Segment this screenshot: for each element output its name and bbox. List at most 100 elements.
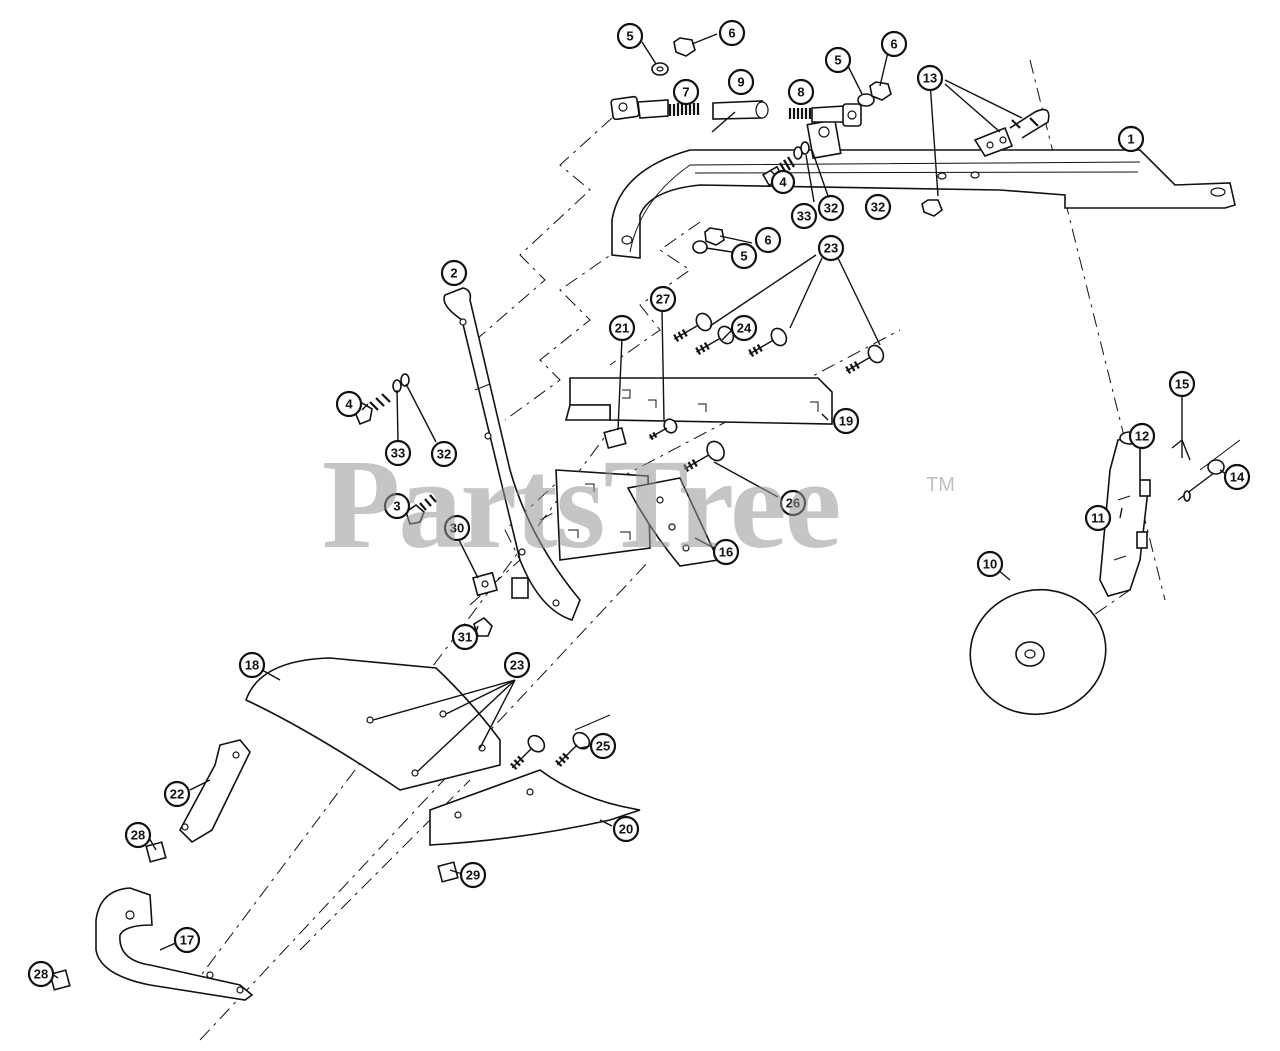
callout-26: 26 bbox=[779, 489, 807, 517]
svg-text:27: 27 bbox=[656, 292, 670, 307]
svg-text:33: 33 bbox=[391, 446, 405, 461]
callout-3: 3 bbox=[383, 492, 411, 520]
callout-6a: 6 bbox=[718, 19, 746, 47]
svg-text:1: 1 bbox=[1127, 132, 1134, 147]
callout-6c: 6 bbox=[754, 226, 782, 254]
callout-28a: 28 bbox=[124, 821, 152, 849]
callout-17: 17 bbox=[173, 926, 201, 954]
svg-text:9: 9 bbox=[737, 75, 744, 90]
callout-32c: 32 bbox=[864, 193, 892, 221]
svg-text:4: 4 bbox=[779, 175, 787, 190]
share bbox=[429, 731, 641, 883]
svg-text:4: 4 bbox=[345, 397, 353, 412]
brace-and-bracket bbox=[49, 739, 254, 1001]
svg-text:15: 15 bbox=[1175, 377, 1189, 392]
callout-28b: 28 bbox=[27, 960, 55, 988]
callout-32b: 32 bbox=[817, 194, 845, 222]
callout-23a: 23 bbox=[817, 234, 845, 262]
svg-text:16: 16 bbox=[719, 545, 733, 560]
svg-text:23: 23 bbox=[510, 658, 524, 673]
callout-7: 7 bbox=[672, 78, 700, 106]
callout-18: 18 bbox=[238, 651, 266, 679]
leader-lines bbox=[51, 33, 1227, 979]
callout-4a: 4 bbox=[335, 390, 363, 418]
svg-text:5: 5 bbox=[834, 53, 841, 68]
svg-text:28: 28 bbox=[131, 828, 145, 843]
svg-text:21: 21 bbox=[615, 321, 629, 336]
svg-text:5: 5 bbox=[740, 249, 747, 264]
callout-12: 12 bbox=[1128, 422, 1156, 450]
svg-text:10: 10 bbox=[983, 557, 997, 572]
callout-16: 16 bbox=[712, 538, 740, 566]
callout-19: 19 bbox=[832, 407, 860, 435]
svg-text:29: 29 bbox=[466, 868, 480, 883]
callout-5c: 5 bbox=[730, 242, 758, 270]
callout-5a: 5 bbox=[616, 22, 644, 50]
callout-31: 31 bbox=[451, 623, 479, 651]
svg-text:23: 23 bbox=[824, 241, 838, 256]
svg-text:22: 22 bbox=[170, 787, 184, 802]
gauge-wheel bbox=[969, 431, 1225, 716]
callout-24: 24 bbox=[730, 314, 758, 342]
callout-33a: 33 bbox=[384, 439, 412, 467]
callout-2: 2 bbox=[440, 259, 468, 287]
svg-text:5: 5 bbox=[626, 29, 633, 44]
callout-4b: 4 bbox=[770, 169, 796, 195]
u-bolt bbox=[973, 108, 1050, 157]
svg-text:6: 6 bbox=[890, 37, 897, 52]
callout-33b: 33 bbox=[790, 202, 818, 230]
svg-text:13: 13 bbox=[923, 71, 937, 86]
landside-plate bbox=[555, 469, 720, 567]
svg-text:3: 3 bbox=[393, 499, 400, 514]
svg-text:17: 17 bbox=[180, 933, 194, 948]
moldboard bbox=[245, 657, 516, 791]
svg-text:7: 7 bbox=[682, 85, 689, 100]
callout-22: 22 bbox=[163, 780, 191, 808]
callout-21: 21 bbox=[608, 314, 636, 342]
callout-27: 27 bbox=[649, 285, 677, 313]
callout-25: 25 bbox=[589, 732, 617, 760]
callout-5b: 5 bbox=[824, 46, 852, 74]
svg-text:26: 26 bbox=[786, 496, 800, 511]
callout-20: 20 bbox=[612, 815, 640, 843]
svg-text:31: 31 bbox=[458, 630, 472, 645]
carriage-bolts bbox=[472, 312, 885, 637]
trademark-symbol: TM bbox=[926, 474, 955, 496]
svg-text:32: 32 bbox=[871, 200, 885, 215]
turnbuckle-assembly bbox=[610, 95, 862, 133]
svg-text:12: 12 bbox=[1135, 429, 1149, 444]
callout-11: 11 bbox=[1084, 504, 1112, 532]
svg-text:32: 32 bbox=[437, 447, 451, 462]
svg-text:11: 11 bbox=[1091, 511, 1105, 526]
svg-text:32: 32 bbox=[824, 201, 838, 216]
callout-13: 13 bbox=[916, 64, 944, 92]
svg-text:6: 6 bbox=[764, 233, 771, 248]
callout-32a: 32 bbox=[430, 440, 458, 468]
svg-text:33: 33 bbox=[797, 209, 811, 224]
partstree-watermark: PartsTree bbox=[322, 433, 841, 575]
callout-9: 9 bbox=[727, 68, 755, 96]
svg-text:25: 25 bbox=[596, 739, 610, 754]
svg-text:6: 6 bbox=[728, 26, 735, 41]
callout-29: 29 bbox=[459, 861, 487, 889]
callout-10: 10 bbox=[976, 550, 1004, 578]
top-hardware bbox=[651, 37, 943, 254]
svg-text:8: 8 bbox=[797, 85, 804, 100]
callout-15: 15 bbox=[1168, 370, 1196, 398]
callout-1: 1 bbox=[1117, 125, 1145, 153]
standard-bar bbox=[443, 287, 581, 621]
standard-hardware bbox=[353, 373, 437, 525]
svg-text:2: 2 bbox=[450, 266, 457, 281]
frog-plate bbox=[564, 377, 833, 425]
callout-30: 30 bbox=[443, 514, 471, 542]
svg-text:19: 19 bbox=[839, 414, 853, 429]
svg-text:20: 20 bbox=[619, 822, 633, 837]
svg-text:14: 14 bbox=[1230, 470, 1245, 485]
callout-8: 8 bbox=[787, 78, 815, 106]
callout-14: 14 bbox=[1223, 463, 1251, 491]
svg-text:28: 28 bbox=[34, 967, 48, 982]
callout-23b: 23 bbox=[503, 651, 531, 679]
callout-6b: 6 bbox=[880, 30, 908, 58]
svg-text:18: 18 bbox=[245, 658, 259, 673]
